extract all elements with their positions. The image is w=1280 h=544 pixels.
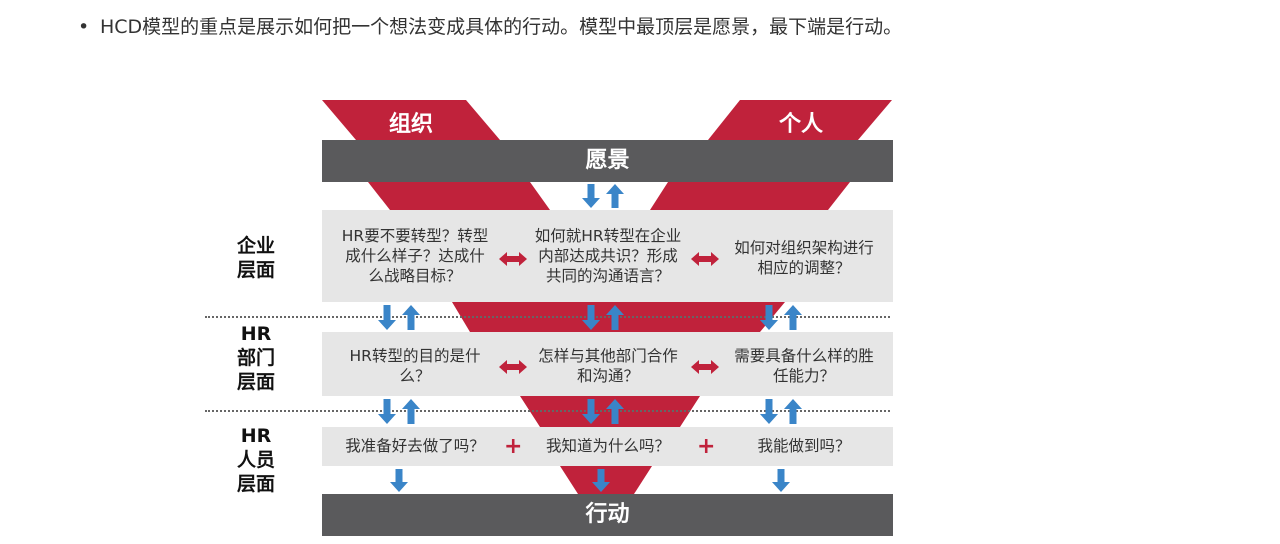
double-arrow-4: [691, 360, 719, 374]
right-link-1-up-arrow: [784, 305, 802, 330]
vision-bar: 愿景: [322, 140, 893, 182]
left-link-2-up-arrow: [402, 399, 420, 424]
mid-link-1-down-arrow: [582, 305, 600, 330]
mid-link-2-down-arrow: [582, 399, 600, 424]
level-label-enterprise: 企业 层面: [236, 235, 275, 281]
action-label: 行动: [585, 502, 630, 527]
intro-text: HCD模型的重点是展示如何把一个想法变成具体的行动。模型中最顶层是愿景，最下端是…: [100, 16, 903, 38]
cell-enterprise-1: HR要不要转型？转型 成什么样子？达成什 么战略目标？: [341, 227, 489, 285]
cell-enterprise-3: 如何对组织架构进行 相应的调整？: [734, 239, 874, 277]
vision-label: 愿景: [585, 148, 630, 173]
left-header-label: 组织: [388, 112, 433, 137]
funnel-bottom-shape: [560, 466, 652, 494]
right-link-1-down-arrow: [760, 305, 778, 330]
mid-action-arrow: [592, 469, 610, 492]
level-label-hr-staff: HR 人员 层面: [236, 425, 275, 495]
action-bar: 行动: [322, 494, 893, 536]
right-header-shape: [708, 100, 892, 140]
vision-link-down-arrow: [582, 184, 600, 208]
double-arrow-3: [499, 360, 527, 374]
double-arrow-1: [499, 252, 527, 266]
left-link-1-down-arrow: [378, 305, 396, 330]
left-link-2-down-arrow: [378, 399, 396, 424]
cell-enterprise-2: 如何就HR转型在企业 内部达成共识？形成 共同的沟通语言？: [534, 227, 682, 285]
mid-link-2-up-arrow: [606, 399, 624, 424]
cell-hrstaff-2: 我知道为什么吗？: [545, 437, 670, 455]
plus-sign-1: +: [504, 434, 523, 459]
left-action-arrow: [390, 469, 408, 492]
right-header-label: 个人: [778, 112, 823, 137]
bullet-icon: •: [78, 16, 90, 38]
enterprise-band: [322, 210, 893, 302]
double-arrow-2: [691, 252, 719, 266]
right-link-2-down-arrow: [760, 399, 778, 424]
hr-dept-band: [322, 332, 893, 396]
left-link-1-up-arrow: [402, 305, 420, 330]
plus-sign-2: +: [697, 434, 716, 459]
left-header-shape: [322, 100, 500, 140]
cell-hrstaff-1: 我准备好去做了吗？: [345, 437, 485, 455]
right-link-2-up-arrow: [784, 399, 802, 424]
right-funnel-shape: [650, 182, 850, 210]
right-action-arrow: [772, 469, 790, 492]
mid-link-1-up-arrow: [606, 305, 624, 330]
divider-2: [205, 410, 890, 412]
divider-1: [205, 316, 890, 318]
cell-hrdept-2: 怎样与其他部门合作 和沟通？: [538, 347, 678, 385]
intro-line: • HCD模型的重点是展示如何把一个想法变成具体的行动。模型中最顶层是愿景，最下端…: [78, 12, 902, 39]
vision-link-up-arrow: [606, 184, 624, 208]
cell-hrdept-1: HR转型的目的是什 么？: [349, 347, 481, 385]
cell-hrdept-3: 需要具备什么样的胜 任能力？: [734, 347, 874, 385]
cell-hrstaff-3: 我能做到吗？: [757, 437, 851, 455]
level-label-hr-dept: HR 部门 层面: [236, 323, 275, 393]
left-funnel-shape: [368, 182, 550, 210]
hr-staff-band: [322, 427, 893, 466]
